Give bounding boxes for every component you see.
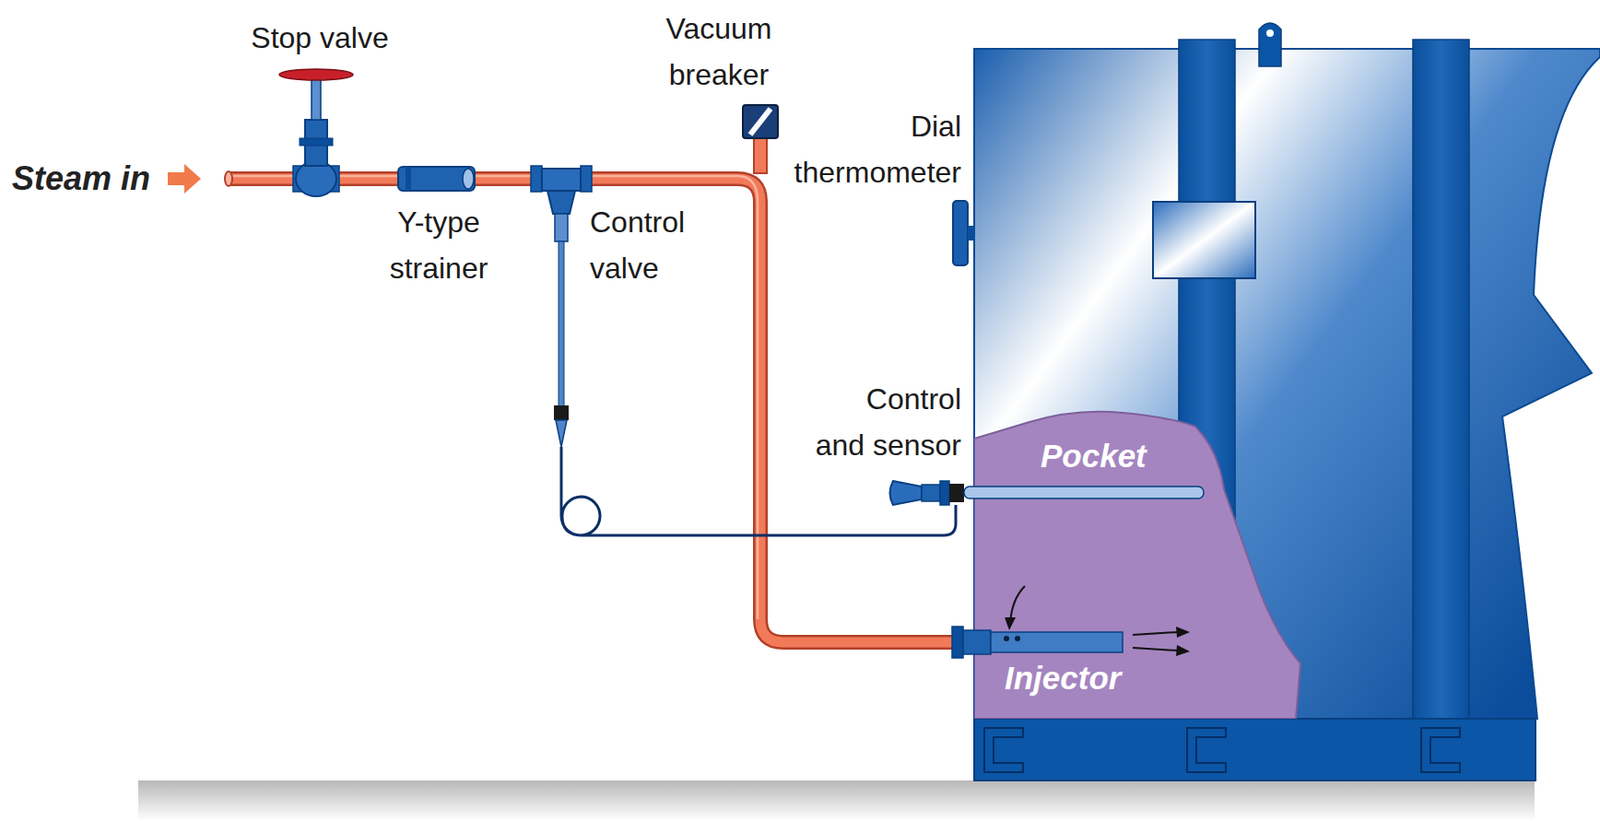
cutaway-outline	[974, 411, 1301, 719]
flow-arrow	[167, 164, 201, 194]
part-label: Y-type strainer	[369, 199, 508, 292]
tank-base	[974, 718, 1536, 781]
valve-flange	[530, 165, 542, 192]
valve-flange	[580, 165, 592, 192]
injector-hole	[1014, 635, 1021, 642]
part-label: Vacuum breaker	[654, 5, 784, 98]
control-valve-body	[541, 168, 581, 191]
actuator-fitting	[554, 213, 568, 242]
stem-fitting	[553, 405, 569, 421]
lifting-lug	[1258, 23, 1282, 67]
tank-strap	[1412, 39, 1470, 719]
outflow-arrow	[1132, 647, 1178, 651]
stem-tip	[555, 420, 567, 448]
arrowhead	[1004, 617, 1016, 631]
valve-bonnet-flange	[299, 138, 333, 146]
part-label: Control and sensor	[811, 376, 962, 469]
steam-pipe	[228, 178, 959, 643]
thermometer-stem	[967, 225, 976, 241]
vacuum-breaker	[742, 105, 778, 139]
outflow-arrow	[1132, 632, 1178, 636]
strap-plate	[1152, 201, 1256, 279]
injector	[990, 632, 1123, 653]
actuator-stem	[558, 241, 565, 408]
base-channel	[1421, 728, 1460, 773]
strainer-band	[405, 166, 412, 191]
part-label: Stop valve	[241, 14, 399, 61]
part-label: Dial thermometer	[776, 103, 962, 196]
injector-fitting	[963, 630, 991, 655]
part-label: Steam in	[11, 155, 151, 202]
floor	[138, 780, 1535, 821]
sensor-nut	[949, 483, 965, 503]
sensor-head	[890, 481, 923, 506]
strainer-cap	[462, 168, 474, 189]
pipe-highlight	[228, 176, 758, 620]
tank	[974, 48, 1600, 719]
cutaway-region: PocketInjector	[974, 408, 1306, 719]
injector-flange	[952, 626, 964, 659]
breaker-stub	[753, 136, 767, 174]
handwheel	[279, 69, 353, 81]
valve-stem	[311, 79, 321, 120]
pipe-end	[224, 171, 233, 187]
base-channel	[1187, 728, 1226, 773]
part-label: Control valve	[589, 199, 710, 292]
sensor-pocket	[964, 486, 1204, 499]
sensor-fitting	[921, 484, 941, 502]
lug-hole	[1266, 29, 1274, 37]
injector-hole	[1003, 635, 1010, 642]
region-label: Pocket	[1040, 437, 1147, 475]
y-type-strainer	[398, 166, 475, 191]
arrowhead	[1176, 645, 1190, 657]
steam-pipe	[228, 178, 959, 643]
control-valve-actuator	[547, 190, 576, 214]
dial-thermometer	[952, 200, 968, 266]
arrowhead	[1176, 626, 1190, 638]
region-label: Injector	[1004, 659, 1121, 697]
breaker-highlight	[750, 108, 771, 135]
sensor-gland	[940, 481, 950, 506]
base-channel	[984, 728, 1024, 773]
